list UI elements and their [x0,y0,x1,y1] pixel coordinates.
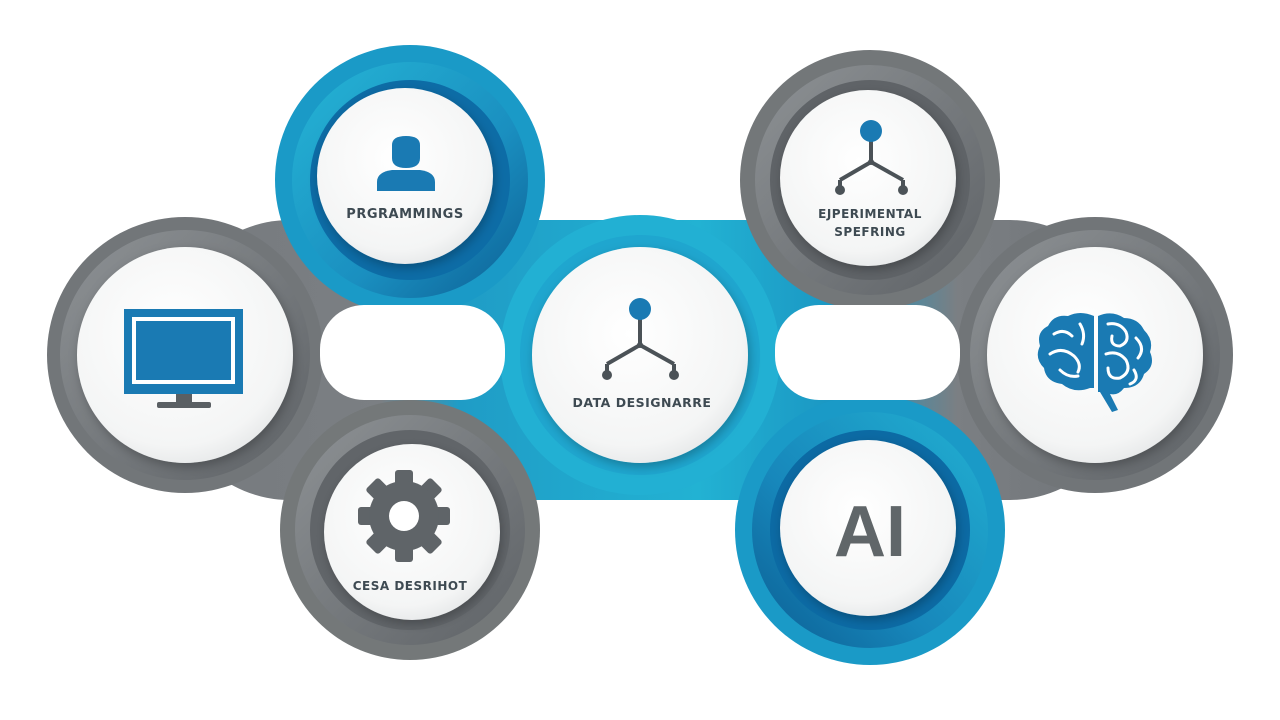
monitor-icon [124,309,243,408]
network-icon [602,298,679,380]
programming-label-text: PRGRAMMINGS [346,207,464,222]
experimental-label-line1: EJPERIMENTAL [818,207,922,221]
node-brain [970,230,1220,480]
programming-label: PRGRAMMINGS [330,206,480,224]
experimental-label: EJPERIMENTAL SPEFRING [790,205,950,241]
gear-icon [358,470,450,562]
node-experimental [755,65,985,295]
node-data [520,235,760,475]
brain-icon [1037,313,1152,412]
data-label-text: DATA DESIGNARRE [572,395,712,410]
ai-label: AI [834,492,906,572]
cesa-label-text: CESA DESRIHOT [352,579,468,593]
data-label: DATA DESIGNARRE [552,394,732,412]
person-icon [377,136,435,191]
experimental-label-line2: SPEFRING [834,225,906,239]
cesa-label: CESA DESRIHOT [330,577,490,595]
node-ai [752,412,988,648]
network-icon [835,120,908,195]
